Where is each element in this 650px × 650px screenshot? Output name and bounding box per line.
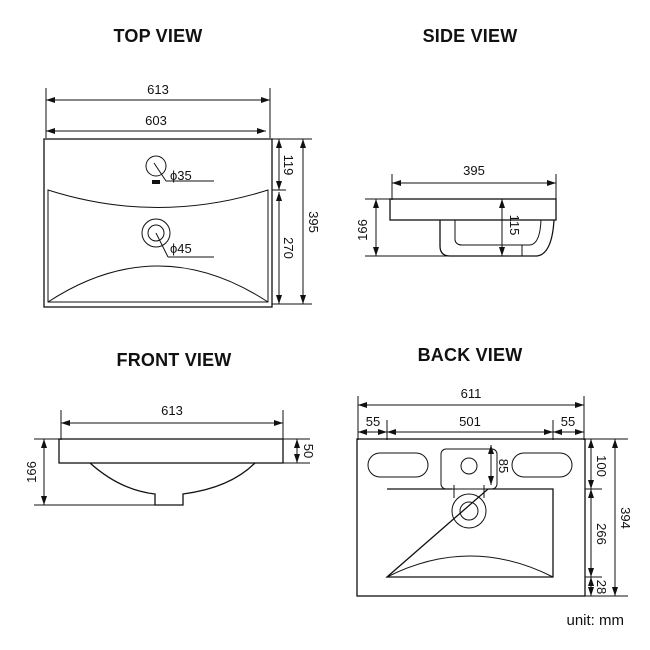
front-rim xyxy=(58,438,284,464)
front-bowl xyxy=(89,462,256,506)
top-dim-119: 119 xyxy=(281,155,296,176)
back-basin-curve xyxy=(386,555,554,578)
top-dim-270: 270 xyxy=(281,237,296,259)
drain-hole-outer xyxy=(141,218,171,248)
overflow-hole-back xyxy=(460,457,478,475)
drain-pipe xyxy=(453,485,485,498)
top-dim-603: 603 xyxy=(145,113,167,128)
top-outline xyxy=(43,138,273,308)
unit-label: unit: mm xyxy=(566,612,624,629)
top-basin-curve xyxy=(47,265,269,303)
drain-outer xyxy=(451,493,487,529)
side-dim-395: 395 xyxy=(463,163,485,178)
front-dim-166: 166 xyxy=(24,461,39,483)
side-dim-115: 115 xyxy=(507,215,522,236)
overflow-diameter: ϕ35 xyxy=(170,168,192,183)
back-dim-501: 501 xyxy=(459,414,481,429)
drain-inner xyxy=(459,501,479,521)
top-view: TOP VIEW 613 603 ϕ35 ϕ45 xyxy=(43,26,321,308)
back-dim-266: 266 xyxy=(594,523,609,545)
side-view-title: SIDE VIEW xyxy=(423,26,518,46)
side-dim-166: 166 xyxy=(355,219,370,241)
side-rim xyxy=(389,198,557,221)
overflow-block xyxy=(440,448,498,490)
overflow-hole xyxy=(145,155,167,177)
back-view-title: BACK VIEW xyxy=(418,345,523,365)
side-bowl-inner xyxy=(454,219,542,246)
side-view: SIDE VIEW 395 166 115 xyxy=(355,26,557,257)
back-dim-85: 85 xyxy=(496,459,511,473)
back-view: BACK VIEW 611 55 501 55 85 xyxy=(356,345,633,597)
drain-hole-inner xyxy=(147,224,165,242)
top-dim-613: 613 xyxy=(147,82,169,97)
mounting-slot-left xyxy=(367,452,429,478)
top-basin-outline xyxy=(47,189,269,303)
back-dim-611: 611 xyxy=(461,386,482,401)
back-dim-100: 100 xyxy=(594,455,609,477)
front-view-title: FRONT VIEW xyxy=(117,350,232,370)
back-dim-394: 394 xyxy=(618,507,633,529)
back-dim-55-right: 55 xyxy=(561,414,575,429)
top-view-title: TOP VIEW xyxy=(114,26,203,46)
back-dim-28: 28 xyxy=(594,580,609,594)
front-dim-50: 50 xyxy=(301,444,316,458)
front-view: FRONT VIEW 613 50 166 xyxy=(24,350,316,506)
top-dim-395: 395 xyxy=(306,211,321,233)
drain-diameter: ϕ45 xyxy=(170,241,192,256)
back-dim-55-left: 55 xyxy=(366,414,380,429)
side-bowl-outer xyxy=(439,219,555,257)
mounting-slot-right xyxy=(511,452,573,478)
front-dim-613: 613 xyxy=(161,403,183,418)
back-outline xyxy=(356,438,586,597)
